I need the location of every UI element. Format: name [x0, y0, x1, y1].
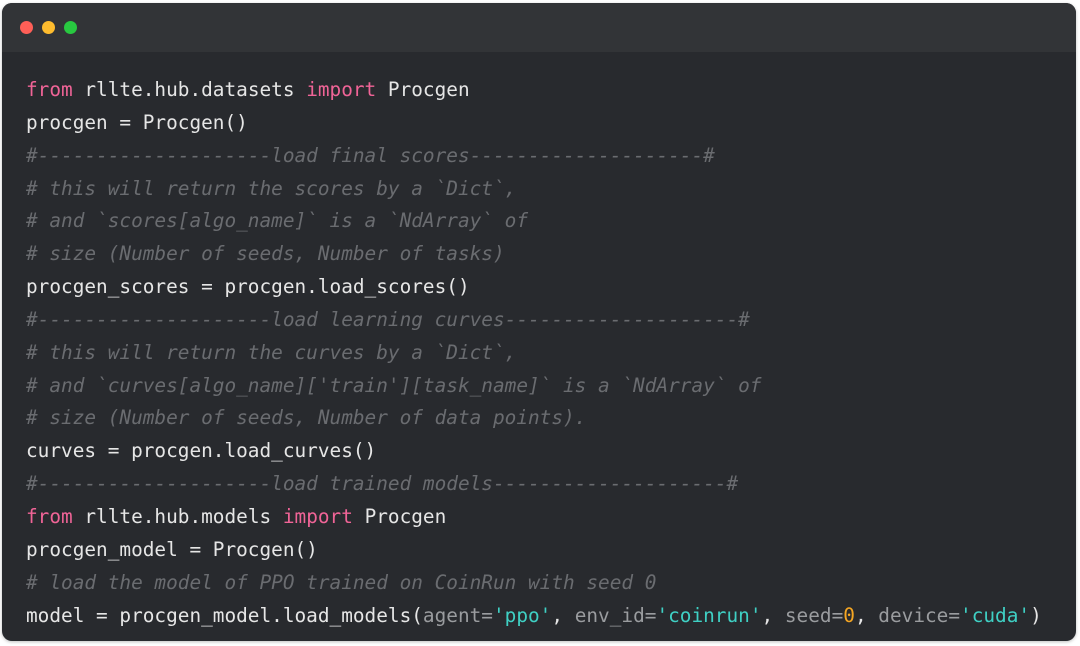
code-line: from rllte.hub.models import Procgen	[26, 501, 1042, 534]
code-line: # load the model of PPO trained on CoinR…	[26, 567, 1042, 600]
code-line: # this will return the curves by a `Dict…	[26, 337, 1042, 370]
code-token: #--------------------load learning curve…	[26, 307, 750, 331]
code-token: ,	[761, 603, 785, 627]
code-token: 'coinrun'	[656, 603, 762, 627]
maximize-window-icon[interactable]	[64, 21, 77, 34]
code-token: import	[306, 78, 377, 101]
code-token: 'cuda'	[960, 603, 1031, 627]
code-line: #--------------------load trained models…	[26, 468, 1042, 501]
code-token: seed=	[784, 603, 844, 627]
minimize-window-icon[interactable]	[42, 21, 55, 34]
code-token: curves = procgen.load_curves()	[26, 439, 377, 463]
code-window: from rllte.hub.datasets import Procgen pr…	[2, 3, 1076, 641]
code-token: ,	[551, 603, 575, 627]
code-token: # this will return the scores by a `Dict…	[26, 176, 517, 200]
code-token: #--------------------load final scores--…	[26, 143, 715, 167]
code-token: procgen = Procgen()	[26, 110, 248, 134]
code-line: #--------------------load final scores--…	[26, 140, 1042, 173]
code-token: # this will return the curves by a `Dict…	[26, 340, 517, 364]
code-line: model = procgen_model.load_models(agent=…	[26, 600, 1042, 633]
code-token: import	[282, 504, 353, 528]
code-block: from rllte.hub.datasets import Procgen pr…	[26, 74, 1042, 632]
code-token: # and `scores[algo_name]` is a `NdArray`…	[26, 209, 528, 233]
window-titlebar	[2, 3, 1076, 52]
code-token: model = procgen_model.load_models(	[26, 603, 423, 627]
code-token: #--------------------load trained models…	[26, 472, 739, 496]
code-token: procgen_scores = procgen.load_scores()	[26, 275, 470, 299]
code-token: env_id=	[574, 603, 657, 627]
code-token: rllte.hub.models	[72, 504, 283, 528]
code-line: curves = procgen.load_curves()	[26, 435, 1042, 468]
code-token: Procgen	[352, 504, 447, 528]
code-line: procgen_model = Procgen()	[26, 534, 1042, 567]
code-line: from rllte.hub.datasets import Procgen	[26, 74, 1042, 107]
code-token: Procgen	[376, 78, 470, 101]
code-line: # size (Number of seeds, Number of data …	[26, 402, 1042, 435]
code-token: # size (Number of seeds, Number of tasks…	[26, 242, 505, 266]
code-token: rllte.hub.datasets	[72, 78, 307, 101]
code-token: # size (Number of seeds, Number of data …	[26, 406, 587, 430]
code-token: from	[26, 504, 73, 528]
code-token: ,	[854, 603, 879, 627]
code-token: )	[1030, 603, 1042, 627]
code-line: #--------------------load learning curve…	[26, 304, 1042, 337]
code-line: # and `curves[algo_name]['train'][task_n…	[26, 370, 1042, 403]
code-line: procgen_scores = procgen.load_scores()	[26, 271, 1042, 304]
code-token: 0	[843, 603, 855, 627]
code-token: procgen_model = Procgen()	[26, 537, 318, 561]
code-token: # load the model of PPO trained on CoinR…	[26, 570, 657, 594]
code-token: device=	[878, 603, 961, 627]
code-line: # and `scores[algo_name]` is a `NdArray`…	[26, 205, 1042, 238]
code-token: # and `curves[algo_name]['train'][task_n…	[26, 373, 762, 397]
code-line: # this will return the scores by a `Dict…	[26, 173, 1042, 206]
code-token: 'ppo'	[492, 603, 552, 627]
code-token: from	[26, 78, 73, 101]
code-token: agent=	[422, 603, 493, 627]
code-line: procgen = Procgen()	[26, 107, 1042, 140]
code-line: # size (Number of seeds, Number of tasks…	[26, 238, 1042, 271]
close-window-icon[interactable]	[20, 21, 33, 34]
